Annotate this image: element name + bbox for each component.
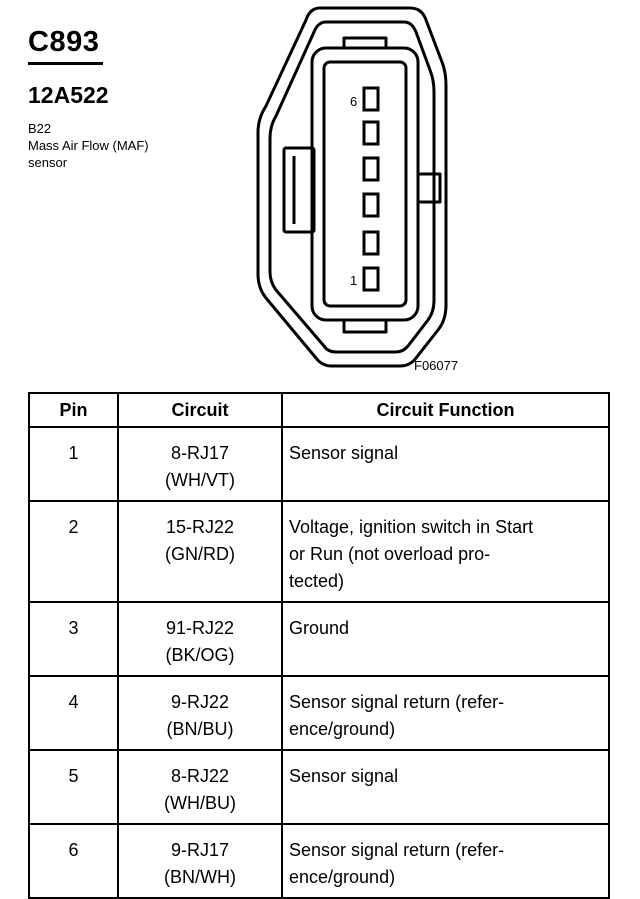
function-line: Sensor signal return (refer-: [289, 840, 505, 860]
table-row: 3 91-RJ22 (BK/OG) Ground: [28, 601, 610, 677]
right-key-tab: [416, 172, 442, 204]
circuit-cell: 91-RJ22 (BK/OG): [117, 601, 283, 677]
table-row: 4 9-RJ22 (BN/BU) Sensor signal return (r…: [28, 675, 610, 751]
function-line: Sensor signal: [289, 766, 399, 786]
connector-shell-outer: [256, 6, 448, 368]
table-row: 1 8-RJ17 (WH/VT) Sensor signal: [28, 426, 610, 502]
connector-id: C893: [28, 26, 100, 58]
circuit-number: 91-RJ22: [165, 618, 235, 638]
pin-cell: 2: [28, 500, 119, 603]
pin-label-top: 6: [350, 94, 357, 109]
circuit-number: 15-RJ22: [165, 517, 235, 537]
table-row: 2 15-RJ22 (GN/RD) Voltage, ignition swit…: [28, 500, 610, 603]
pin-2-terminal: [362, 230, 380, 256]
circuit-number: 9-RJ22: [170, 692, 230, 712]
function-cell: Sensor signal: [281, 749, 610, 825]
left-latch: [282, 146, 316, 234]
connector-outline-drawing: 6 1: [256, 6, 448, 368]
circuit-number: 8-RJ22: [170, 766, 230, 786]
pin-cell: 3: [28, 601, 119, 677]
wire-color: (BN/BU): [166, 719, 234, 739]
function-line: ence/ground): [289, 867, 396, 887]
function-line: Sensor signal: [289, 443, 399, 463]
wire-color: (WH/VT): [165, 470, 235, 490]
top-key-notch: [342, 36, 388, 48]
pin-1-terminal: [362, 266, 380, 292]
circuit-cell: 15-RJ22 (GN/RD): [117, 500, 283, 603]
bottom-key-notch: [342, 320, 388, 334]
connector-id-underline: [28, 62, 103, 65]
function-cell: Sensor signal: [281, 426, 610, 502]
description-line: B22: [28, 121, 52, 136]
pin-cell: 5: [28, 749, 119, 825]
pinout-table: Pin Circuit Circuit Function 1 8-RJ17 (W…: [28, 392, 610, 899]
pin-3-terminal: [362, 192, 380, 218]
wire-color: (BK/OG): [165, 645, 235, 665]
function-line: or Run (not overload pro-: [289, 544, 491, 564]
function-line: ence/ground): [289, 719, 396, 739]
function-cell: Sensor signal return (refer- ence/ground…: [281, 675, 610, 751]
component-description: B22 Mass Air Flow (MAF) sensor: [28, 120, 149, 171]
function-cell: Ground: [281, 601, 610, 677]
column-header-circuit-function: Circuit Function: [281, 392, 610, 428]
circuit-number: 8-RJ17: [170, 443, 230, 463]
function-line: Ground: [289, 618, 350, 638]
description-line: sensor: [28, 155, 68, 170]
circuit-cell: 8-RJ17 (WH/VT): [117, 426, 283, 502]
pin-housing-inner: [322, 60, 408, 308]
connector-shell-inner: [268, 20, 436, 354]
pin-cell: 4: [28, 675, 119, 751]
circuit-cell: 8-RJ22 (WH/BU): [117, 749, 283, 825]
table-header-row: Pin Circuit Circuit Function: [28, 392, 610, 428]
table-row: 6 9-RJ17 (BN/WH) Sensor signal return (r…: [28, 823, 610, 899]
pin-cell: 1: [28, 426, 119, 502]
pin-6-terminal: [362, 86, 380, 112]
pin-5-terminal: [362, 120, 380, 146]
circuit-cell: 9-RJ17 (BN/WH): [117, 823, 283, 899]
table-row: 5 8-RJ22 (WH/BU) Sensor signal: [28, 749, 610, 825]
function-line: Sensor signal return (refer-: [289, 692, 505, 712]
wire-color: (WH/BU): [164, 793, 236, 813]
pin-4-terminal: [362, 156, 380, 182]
wire-color: (BN/WH): [164, 867, 236, 887]
column-header-circuit: Circuit: [117, 392, 283, 428]
pin-cell: 6: [28, 823, 119, 899]
function-line: Voltage, ignition switch in Start: [289, 517, 534, 537]
function-cell: Voltage, ignition switch in Start or Run…: [281, 500, 610, 603]
description-line: Mass Air Flow (MAF): [28, 138, 149, 153]
function-line: tected): [289, 571, 345, 591]
wire-color: (GN/RD): [165, 544, 235, 564]
figure-id: F06077: [414, 358, 459, 373]
pin-label-bottom: 1: [350, 273, 357, 288]
connector-face-diagram: 6 1: [240, 0, 470, 375]
circuit-number: 9-RJ17: [170, 840, 230, 860]
column-header-pin: Pin: [28, 392, 119, 428]
circuit-cell: 9-RJ22 (BN/BU): [117, 675, 283, 751]
part-number: 12A522: [28, 82, 109, 108]
function-cell: Sensor signal return (refer- ence/ground…: [281, 823, 610, 899]
